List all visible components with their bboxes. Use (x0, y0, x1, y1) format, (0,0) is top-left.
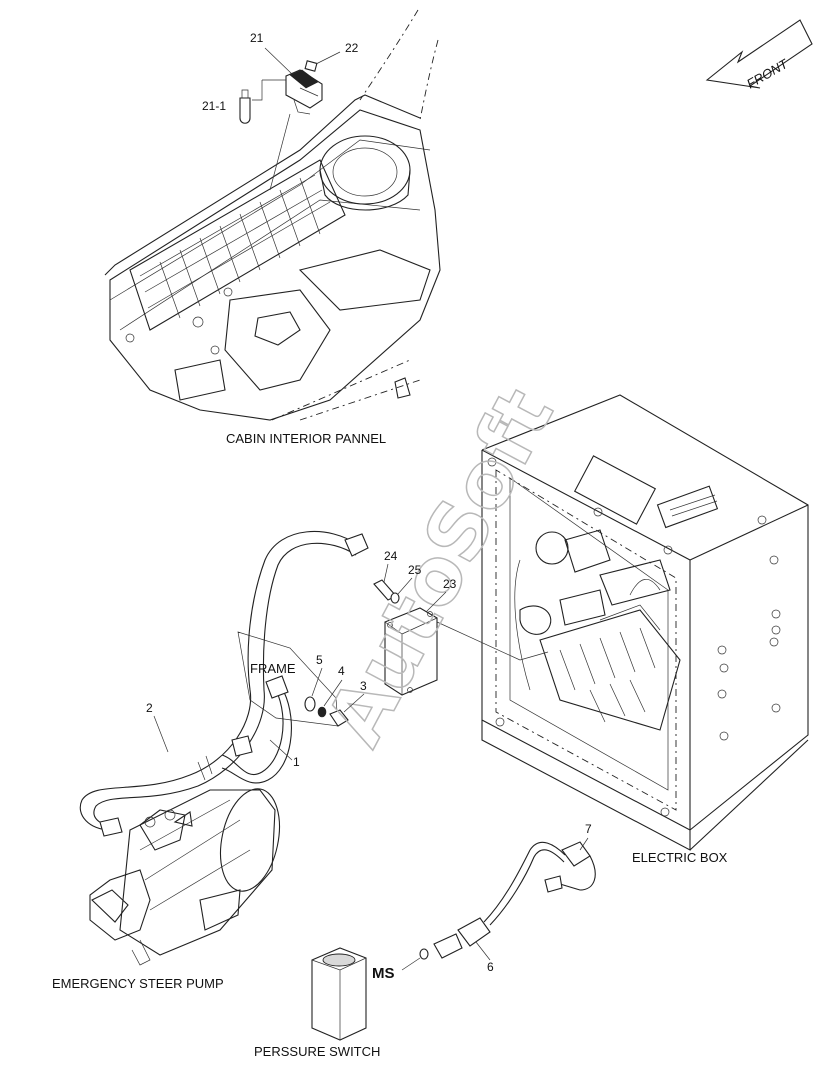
bolt-washer-set (304, 696, 349, 727)
part-label-6: 6 (487, 960, 494, 974)
part-label-22: 22 (345, 41, 359, 55)
part-label-5: 5 (316, 653, 323, 667)
cable-1 (221, 675, 292, 784)
part-label-7: 7 (585, 822, 592, 836)
part-label-3: 3 (360, 679, 367, 693)
part-label-23: 23 (443, 577, 457, 591)
front-arrow-icon: FRONT (705, 19, 813, 92)
part-label-4: 4 (338, 664, 345, 678)
screw (373, 579, 400, 604)
pressure-switch-drawing (311, 947, 367, 1041)
relay-module (384, 607, 521, 696)
part-label-24: 24 (384, 549, 398, 563)
electric-box-label: ELECTRIC BOX (632, 850, 728, 865)
cable-2 (79, 530, 369, 837)
emergency-steer-pump-label: EMERGENCY STEER PUMP (52, 976, 224, 991)
pressure-sensor-6 (419, 917, 491, 960)
fuse-block (539, 609, 681, 731)
vent-grille (129, 159, 346, 331)
bulb-icon (239, 89, 251, 124)
rocker-switch (285, 60, 323, 115)
front-label: FRONT (744, 56, 791, 92)
frame-label: FRAME (250, 661, 296, 676)
cabin-interior-panel-drawing (104, 9, 441, 421)
part-label-2: 2 (146, 701, 153, 715)
cabin-interior-panel-label: CABIN INTERIOR PANNEL (226, 431, 386, 446)
electric-box-drawing (481, 394, 809, 851)
ms-label: MS (372, 965, 395, 982)
part-label-1: 1 (293, 755, 300, 769)
harness-7 (483, 841, 596, 926)
pressure-switch-label: PERSSURE SWITCH (254, 1044, 380, 1059)
part-label-21: 21 (250, 31, 264, 45)
emergency-steer-pump-drawing (89, 755, 280, 966)
part-label-25: 25 (408, 563, 422, 577)
part-label-21-1: 21-1 (202, 99, 226, 113)
